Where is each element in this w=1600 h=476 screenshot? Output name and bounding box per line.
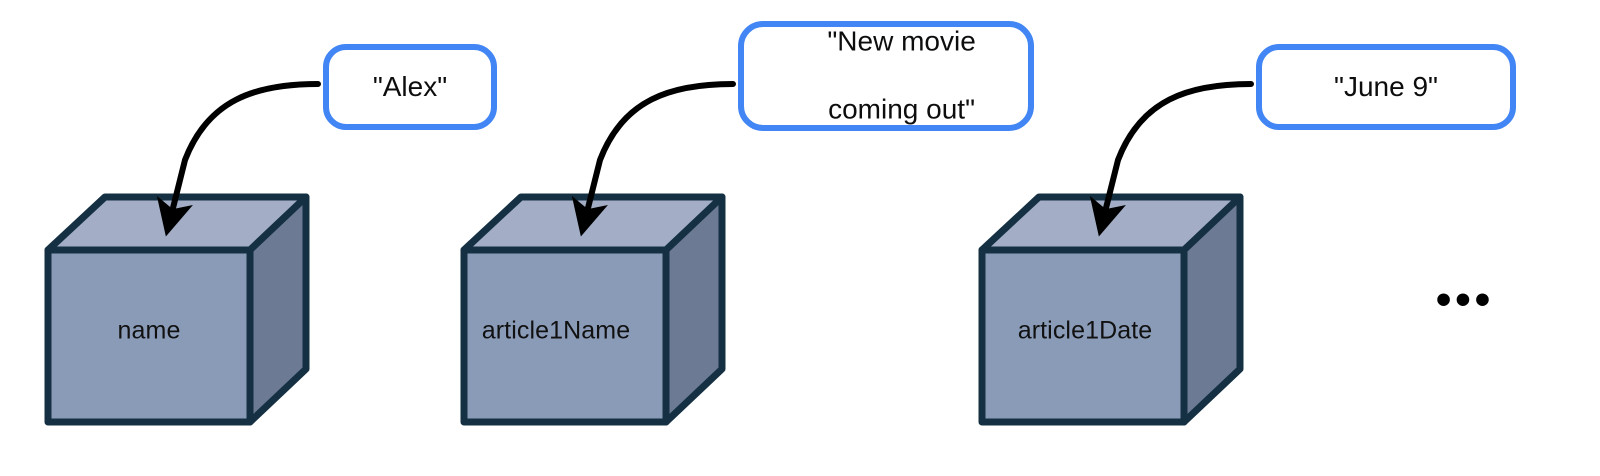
cube-front-face: [44, 246, 254, 426]
bubble-label-june-9: "June 9": [1334, 70, 1438, 102]
value-bubble-june-9: [1256, 44, 1516, 130]
arrow-alex-to-name: [156, 81, 321, 237]
arrow-new-movie-to-article1name: [571, 81, 736, 237]
bubble-line-1: "New movie: [827, 25, 976, 57]
cube-front-face: [460, 246, 670, 426]
cube-label-name: name: [117, 316, 181, 345]
cube-label-article1date: article1Date: [1017, 316, 1153, 345]
cube-label-article1name: article1Name: [481, 316, 631, 345]
cube-front-face: [978, 246, 1188, 426]
bubble-label-new-movie: "New movie coming out": [796, 0, 976, 161]
arrow-june-9-to-article1date: [1089, 81, 1254, 237]
cube-article1date: [978, 193, 1244, 426]
cube-name: [44, 193, 310, 426]
bubble-label-alex: "Alex": [372, 70, 448, 102]
bubble-line-2: coming out": [828, 94, 976, 126]
value-bubble-alex: [323, 44, 497, 130]
continuation-ellipsis: •••: [1435, 275, 1495, 324]
value-bubble-new-movie: [738, 21, 1034, 131]
cube-article1name: [460, 193, 726, 426]
